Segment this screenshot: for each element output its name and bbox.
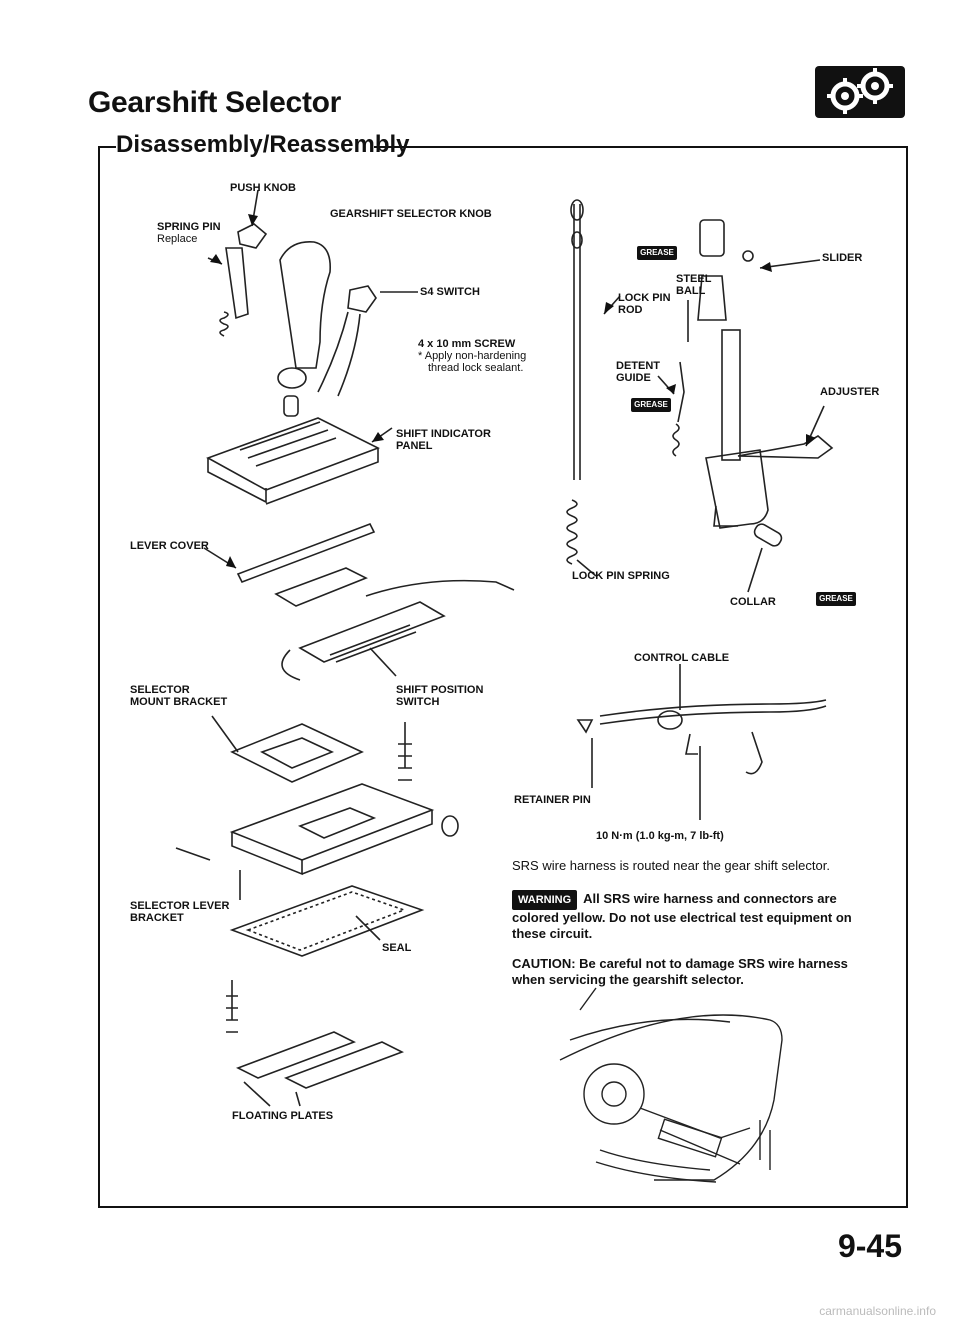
label-selector-mount-bracket: SELECTOR	[130, 684, 190, 696]
caution-note: CAUTION: Be careful not to damage SRS wi…	[512, 956, 848, 987]
label-steel-ball: STEEL	[676, 273, 712, 285]
label-screw: 4 x 10 mm SCREW	[418, 338, 516, 350]
label-seal: SEAL	[382, 942, 412, 954]
label-replace: Replace	[157, 233, 198, 245]
label-shift-position-switch: SWITCH	[396, 696, 440, 708]
label-shift-position-switch: SHIFT POSITION	[396, 684, 484, 696]
label-spring-pin: SPRING PIN	[157, 221, 221, 233]
label-collar: COLLAR	[730, 596, 776, 608]
label-selector-lever-bracket: SELECTOR LEVER	[130, 900, 230, 912]
label-lever-cover: LEVER COVER	[130, 540, 209, 552]
page-number: 9-45	[837, 1228, 902, 1264]
section-frame	[98, 146, 908, 1208]
warning-badge: WARNING	[512, 890, 578, 910]
label-screw-note: * Apply non-hardening	[418, 350, 527, 362]
section-subtitle: Disassembly/Reassembly	[116, 131, 410, 158]
label-steel-ball: BALL	[676, 285, 706, 297]
label-shift-indicator-panel: PANEL	[396, 440, 433, 452]
page-title: Gearshift Selector	[88, 86, 342, 119]
label-adjuster: ADJUSTER	[820, 386, 880, 398]
label-torque: 10 N·m (1.0 kg-m, 7 lb-ft)	[596, 830, 724, 842]
label-push-knob: PUSH KNOB	[230, 182, 297, 194]
note-srs-routing: SRS wire harness is routed near the gear…	[512, 858, 830, 873]
label-s4-switch: S4 SWITCH	[420, 286, 480, 298]
label-screw-note: thread lock sealant.	[428, 362, 524, 374]
label-lock-pin-rod: ROD	[618, 304, 643, 316]
grease-badge: GREASE	[637, 246, 677, 260]
grease-badge: GREASE	[631, 398, 671, 412]
label-detent-guide: GUIDE	[616, 372, 651, 384]
label-retainer-pin: RETAINER PIN	[514, 794, 591, 806]
label-selector-lever-bracket: BRACKET	[130, 912, 184, 924]
label-detent-guide: DETENT	[616, 360, 660, 372]
grease-badge: GREASE	[816, 592, 856, 606]
label-shift-indicator-panel: SHIFT INDICATOR	[396, 428, 491, 440]
label-lock-pin-rod: LOCK PIN	[618, 292, 671, 304]
watermark: carmanualsonline.info	[819, 1304, 936, 1318]
label-floating-plates: FLOATING PLATES	[232, 1110, 334, 1122]
label-lock-pin-spring: LOCK PIN SPRING	[572, 570, 670, 582]
label-selector-mount-bracket: MOUNT BRACKET	[130, 696, 228, 708]
label-gearshift-selector-knob: GEARSHIFT SELECTOR KNOB	[330, 208, 492, 220]
label-control-cable: CONTROL CABLE	[634, 652, 730, 664]
label-slider: SLIDER	[822, 252, 863, 264]
